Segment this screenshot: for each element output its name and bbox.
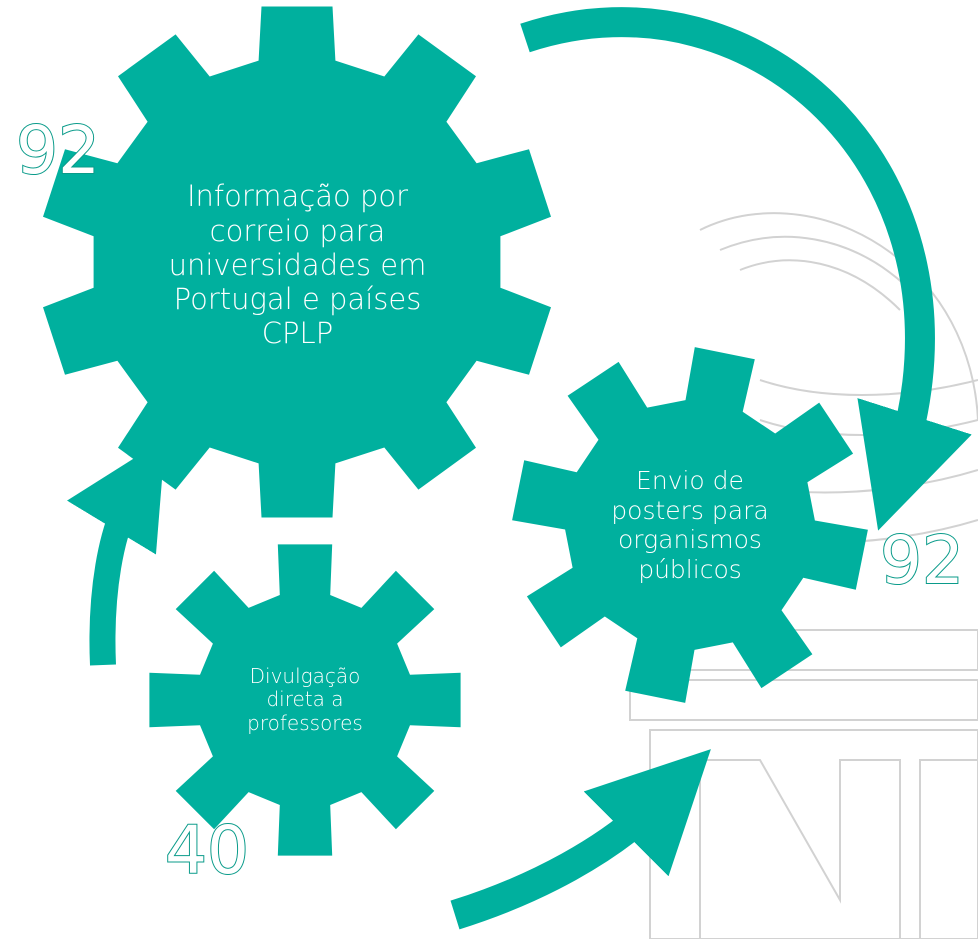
arrow-top-right (520, 7, 972, 531)
gear-label-mail: Informação por correio para universidade… (168, 179, 427, 351)
count-teachers: 40 (164, 812, 250, 889)
count-mail: 92 (15, 112, 101, 189)
gear-label-posters: Envio de posters para organismos público… (611, 466, 769, 584)
gear-posters (512, 347, 868, 703)
gear-teachers (149, 544, 461, 856)
count-posters: 92 (879, 522, 965, 599)
gear-mail (43, 6, 551, 518)
gears-layer (43, 6, 868, 856)
arrow-bottom (450, 749, 711, 930)
arrow-left (66, 438, 166, 666)
gear-label-teachers: Divulgação direta a professores (247, 663, 363, 735)
